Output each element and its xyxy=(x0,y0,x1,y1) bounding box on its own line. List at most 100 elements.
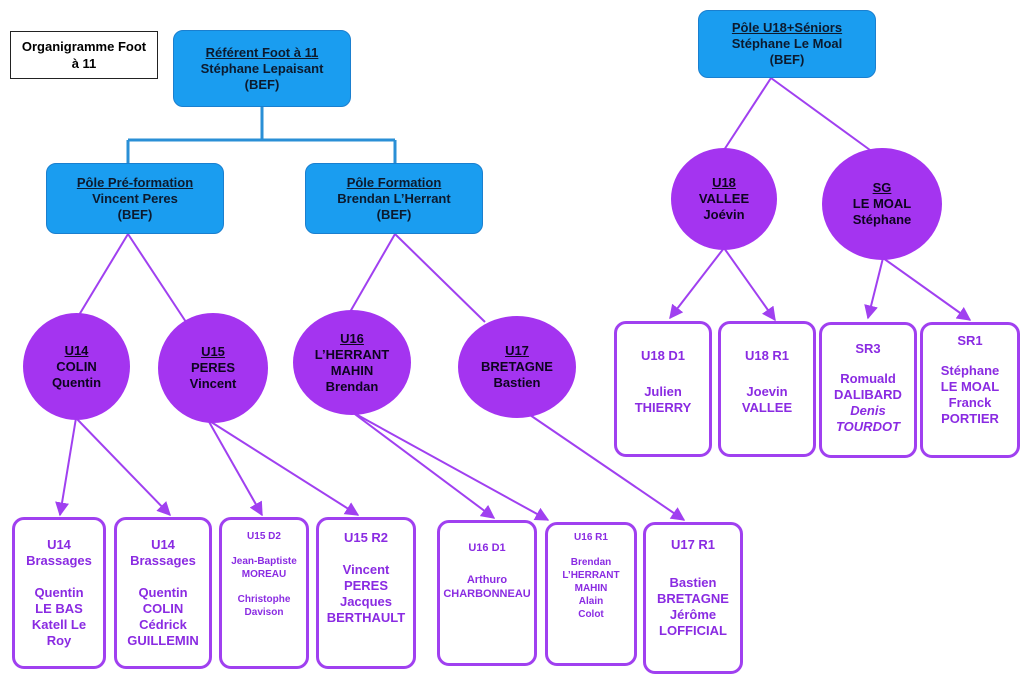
circle-sg: SG LE MOAL Stéphane xyxy=(822,148,942,260)
team-u14b-line1: U14 xyxy=(151,537,175,552)
team-u15d2-line2: Jean-Baptiste xyxy=(231,556,297,567)
team-u15d2-line4: Christophe xyxy=(237,594,291,605)
pole-formation-note: (BEF) xyxy=(376,206,412,222)
pole-preformation-name: Vincent Peres xyxy=(92,190,178,206)
team-u15r2-line3: PERES xyxy=(343,578,389,593)
team-sr3-line4: Denis xyxy=(850,403,886,418)
chart-title-box: Organigramme Foot à 11 xyxy=(10,31,158,79)
team-u16d1-line3: CHARBONNEAU xyxy=(443,588,531,600)
team-u18d1-line1: U18 D1 xyxy=(640,348,686,363)
team-u14a-line2: Brassages xyxy=(26,553,92,568)
team-u15r2-line5: BERTHAULT xyxy=(326,610,406,625)
arrow-u15-d2 xyxy=(207,419,263,517)
pole-referent-head: Référent Foot à 11 xyxy=(205,44,319,60)
arrow-u18-r1 xyxy=(723,247,776,322)
circle-u16-line1: L’HERRANT xyxy=(314,346,390,362)
team-u16r1-line4: MAHIN xyxy=(574,583,608,594)
team-sr1-line3: LE MOAL xyxy=(940,379,1000,394)
team-u14-brassages-b: U14 Brassages Quentin COLIN Cédrick GUIL… xyxy=(114,517,212,669)
circle-u16: U16 L’HERRANT MAHIN Brendan xyxy=(293,310,411,415)
team-u18r1-line3: VALLEE xyxy=(741,400,793,415)
pole-formation-head: Pôle Formation xyxy=(346,174,442,190)
circle-u14-head: U14 xyxy=(64,342,89,358)
team-u14a-line6: Roy xyxy=(46,633,72,648)
circle-sg-line1: LE MOAL xyxy=(852,196,912,211)
line-formation-u17 xyxy=(394,233,486,323)
line-preformation-u14 xyxy=(75,233,129,321)
team-u16r1-line6: Colot xyxy=(578,609,604,620)
team-sr1-line5: PORTIER xyxy=(941,411,999,426)
team-u16r1-line2: Brendan xyxy=(570,557,612,568)
pole-preformation-head: Pôle Pré-formation xyxy=(76,174,194,190)
team-u16-r1: U16 R1 Brendan L’HERRANT MAHIN Alain Col… xyxy=(545,522,637,666)
team-u18d1-line3: THIERRY xyxy=(634,400,692,415)
arrow-u16-r1 xyxy=(351,411,550,521)
team-u14b-line3: Quentin xyxy=(138,585,188,600)
team-sr3-line2: Romuald xyxy=(840,371,896,386)
team-u17r1-line1: U17 R1 xyxy=(670,537,716,552)
team-u14b-line4: COLIN xyxy=(142,601,184,616)
team-u16r1-line5: Alain xyxy=(578,596,604,607)
circle-u14: U14 COLIN Quentin xyxy=(23,313,130,420)
team-sr3: SR3 Romuald DALIBARD Denis TOURDOT xyxy=(819,322,917,458)
team-sr1-line1: SR1 xyxy=(957,333,983,348)
team-u15r2-line1: U15 R2 xyxy=(343,530,389,545)
arrow-u18-d1 xyxy=(669,247,725,320)
line-formation-u16 xyxy=(349,233,396,313)
team-u14b-line5: Cédrick xyxy=(139,617,187,632)
team-u15-r2: U15 R2 Vincent PERES Jacques BERTHAULT xyxy=(316,517,416,669)
arrow-sg-sr1 xyxy=(882,257,972,321)
circle-u16-head: U16 xyxy=(340,330,364,346)
team-u14a-line5: Katell Le xyxy=(31,617,87,632)
chart-title-line1: Organigramme Foot xyxy=(21,39,147,54)
circle-u17: U17 BRETAGNE Bastien xyxy=(458,316,576,418)
circle-u15: U15 PERES Vincent xyxy=(158,313,268,423)
team-u14a-line3: Quentin xyxy=(34,585,84,600)
team-u16-d1: U16 D1 Arthuro CHARBONNEAU xyxy=(437,520,537,666)
pole-referent-name: Stéphane Lepaisant xyxy=(200,60,324,76)
team-u14a-line1: U14 xyxy=(47,537,71,552)
pole-referent-note: (BEF) xyxy=(244,76,280,92)
circle-u16-line3: Brendan xyxy=(325,378,379,394)
pole-referent: Référent Foot à 11 Stéphane Lepaisant (B… xyxy=(173,30,351,107)
team-u17-r1: U17 R1 Bastien BRETAGNE Jérôme LOFFICIAL xyxy=(643,522,743,674)
arrow-u14-u14a xyxy=(55,417,77,517)
referent-connector xyxy=(126,107,397,163)
team-sr1: SR1 Stéphane LE MOAL Franck PORTIER xyxy=(920,322,1020,458)
team-u14a-line4: LE BAS xyxy=(35,601,83,616)
circle-sg-head: SG xyxy=(872,180,892,195)
circle-u14-line2: Quentin xyxy=(51,374,102,390)
team-sr3-line3: DALIBARD xyxy=(834,387,902,402)
team-u18-r1: U18 R1 Joevin VALLEE xyxy=(718,321,816,457)
team-u17r1-line4: Jérôme xyxy=(669,607,717,622)
arrow-sg-sr3 xyxy=(864,257,884,320)
pole-seniors-head: Pôle U18+Séniors xyxy=(731,20,843,35)
circle-u15-head: U15 xyxy=(201,344,225,359)
circle-u16-line2: MAHIN xyxy=(330,362,374,378)
team-u15d2-line3: MOREAU xyxy=(241,569,287,580)
team-u16d1-line1: U16 D1 xyxy=(468,542,506,554)
circle-u17-line2: Bastien xyxy=(493,375,541,390)
pole-seniors-note: (BEF) xyxy=(769,52,805,67)
pole-seniors-name: Stéphane Le Moal xyxy=(731,36,843,51)
arrow-u14-u14b xyxy=(75,417,171,517)
circle-u15-line1: PERES xyxy=(190,360,236,375)
team-u15d2-line5: Davison xyxy=(244,607,284,618)
arrow-u17-r1 xyxy=(529,414,686,521)
team-sr1-line2: Stéphane xyxy=(940,363,1000,378)
team-u15d2-line1: U15 D2 xyxy=(247,531,281,542)
team-u17r1-line2: Bastien xyxy=(669,575,717,590)
team-sr1-line4: Franck xyxy=(948,395,992,410)
team-u14b-line6: GUILLEMIN xyxy=(127,633,199,648)
team-u18-d1: U18 D1 Julien THIERRY xyxy=(614,321,712,457)
team-u18d1-line2: Julien xyxy=(644,384,682,399)
team-u15-d2: U15 D2 Jean-Baptiste MOREAU Christophe D… xyxy=(219,517,309,669)
team-u18r1-line1: U18 R1 xyxy=(744,348,790,363)
circle-u14-line1: COLIN xyxy=(56,358,97,374)
team-u18r1-line2: Joevin xyxy=(746,384,788,399)
line-seniors-sg xyxy=(770,77,871,151)
arrow-u15-r2 xyxy=(207,419,360,516)
team-u15r2-line2: Vincent xyxy=(342,562,390,577)
team-u16d1-line2: Arthuro xyxy=(466,574,508,586)
